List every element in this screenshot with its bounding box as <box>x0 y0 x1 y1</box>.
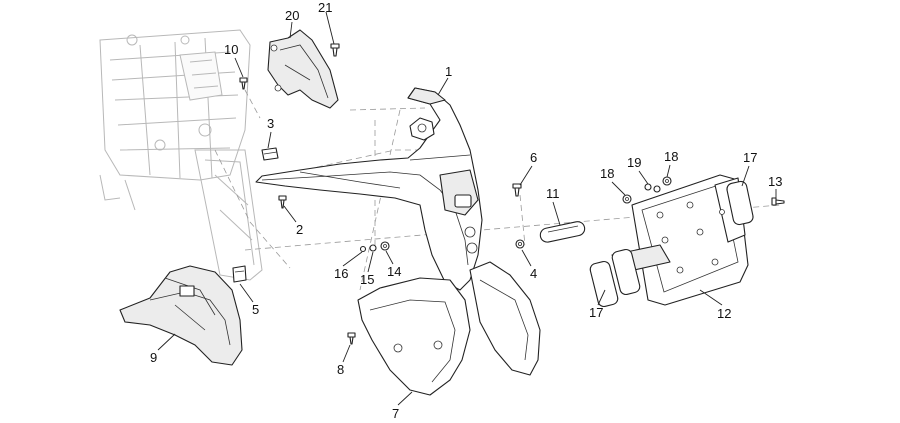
callout-16: 16 <box>334 266 348 281</box>
part-20-upper-cover <box>267 29 339 109</box>
callout-17-lower: 17 <box>589 305 603 320</box>
callout-7: 7 <box>392 406 399 421</box>
part-4-grommet <box>515 239 525 249</box>
callout-8: 8 <box>337 362 344 377</box>
part-10-screw <box>239 77 248 90</box>
part-8-screw <box>347 332 356 345</box>
part-13-screw <box>771 197 785 206</box>
callout-9: 9 <box>150 350 157 365</box>
part-19-nut <box>644 183 661 193</box>
callout-5: 5 <box>252 302 259 317</box>
part-3-clip <box>261 147 279 161</box>
callout-10: 10 <box>224 42 238 57</box>
part-2-screw <box>278 195 287 209</box>
part-1-rear-tail-bracket <box>255 87 483 291</box>
callout-1: 1 <box>445 64 452 79</box>
callout-15: 15 <box>360 272 374 287</box>
callout-18-left: 18 <box>600 166 614 181</box>
callout-18-right: 18 <box>664 149 678 164</box>
callout-17-upper: 17 <box>743 150 757 165</box>
callout-labels: 1 2 3 4 5 6 7 8 9 10 11 12 13 14 15 16 1… <box>150 0 782 421</box>
callout-12: 12 <box>717 306 731 321</box>
callout-19: 19 <box>627 155 641 170</box>
part-5-clip <box>232 265 247 283</box>
callout-2: 2 <box>296 222 303 237</box>
part-17-upper-pad <box>726 180 754 226</box>
part-16-washer <box>359 245 367 253</box>
callout-6: 6 <box>530 150 537 165</box>
part-6-screw <box>512 183 522 197</box>
callout-3: 3 <box>267 116 274 131</box>
part-11-reflector <box>539 221 586 243</box>
callout-20: 20 <box>285 8 299 23</box>
part-21-screw <box>330 43 340 57</box>
callout-4: 4 <box>530 266 537 281</box>
callout-13: 13 <box>768 174 782 189</box>
part-17-lower-pad <box>589 248 641 308</box>
callout-11: 11 <box>546 186 560 201</box>
part-18-nut-right <box>662 176 672 186</box>
part-14-nut <box>380 241 390 251</box>
part-18-nut-left <box>622 194 632 204</box>
callout-14: 14 <box>387 264 401 279</box>
part-9-inner-mudguard <box>119 265 243 366</box>
leader-lines <box>157 11 777 406</box>
part-7-mudguard <box>357 261 541 396</box>
vehicle-frame <box>99 29 263 281</box>
callout-21: 21 <box>318 0 332 15</box>
part-15-washer <box>369 244 377 252</box>
